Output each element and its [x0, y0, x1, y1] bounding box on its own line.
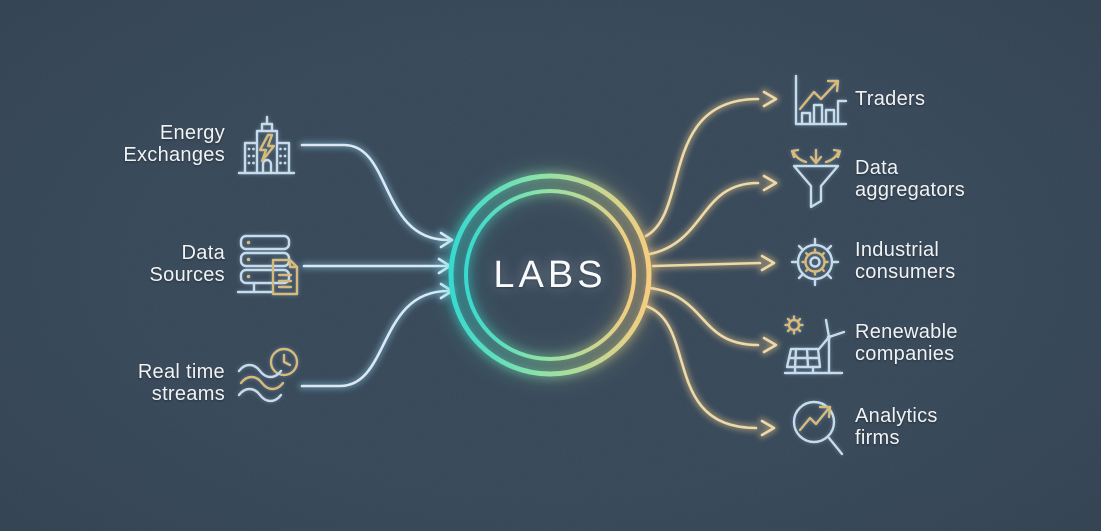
output-label-data-aggregators: Data aggregators — [855, 157, 965, 201]
output-label-line: Renewable — [855, 321, 958, 343]
input-label-line: Real time — [137, 361, 225, 383]
output-label-line: consumers — [855, 261, 956, 283]
output-label-line: aggregators — [855, 179, 966, 201]
output-label-industrial-consumers: Industrial consumers — [855, 239, 956, 283]
input-label-line: Sources — [149, 264, 225, 286]
output-label-traders: Traders — [855, 88, 925, 110]
output-label-line: firms — [855, 427, 900, 449]
output-label-line: Analytics — [855, 405, 938, 427]
output-label-line: Industrial — [855, 239, 940, 261]
input-label-data-sources: Data Sources — [150, 242, 225, 286]
input-label-line: Energy — [159, 122, 225, 144]
output-label-line: companies — [855, 343, 955, 365]
input-label-line: streams — [151, 383, 225, 405]
input-label-energy-exchanges: Energy Exchanges — [123, 122, 225, 166]
output-label-analytics-firms: Analytics firms — [855, 405, 938, 449]
input-label-real-time-streams: Real time streams — [138, 361, 225, 405]
hub-label: LABS — [493, 253, 607, 296]
output-label-line: Traders — [855, 88, 926, 110]
output-label-renewable-companies: Renewable companies — [855, 321, 958, 365]
input-label-line: Exchanges — [123, 144, 225, 166]
output-label-line: Data — [855, 157, 899, 179]
input-label-line: Data — [181, 242, 225, 264]
